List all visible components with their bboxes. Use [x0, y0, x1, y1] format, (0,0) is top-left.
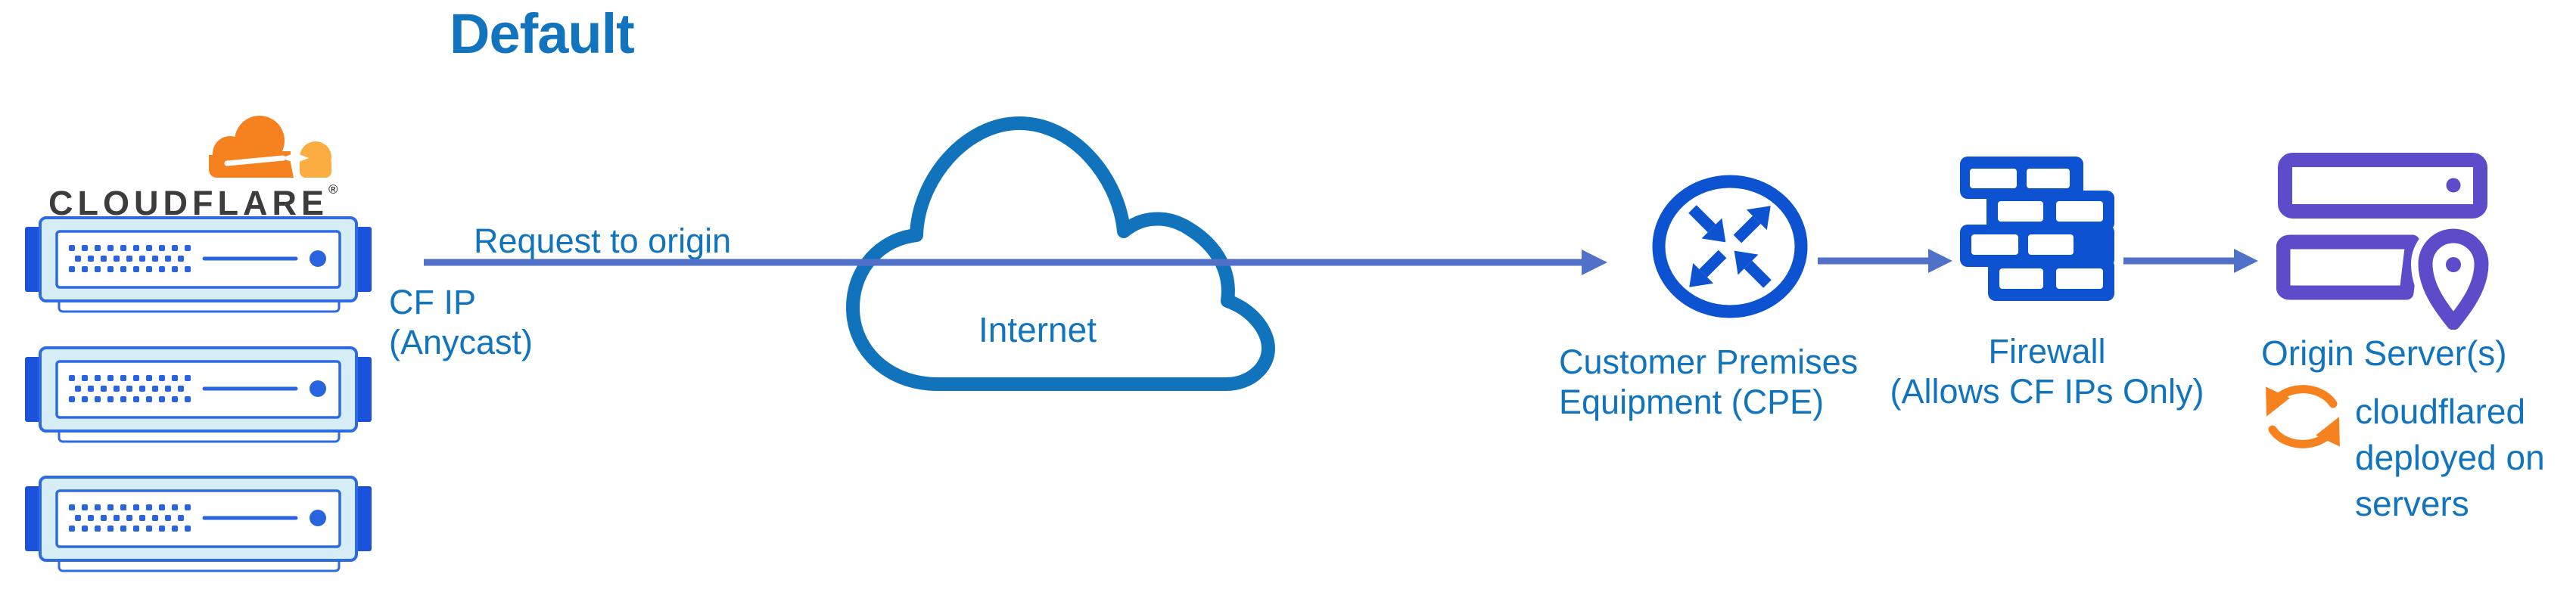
firewall-label-line1: Firewall [1988, 332, 2106, 371]
sync-refresh-icon [2266, 385, 2340, 448]
cloudflare-wordmark: CLOUDFLARE® [48, 182, 338, 223]
cloudflared-note-line2: deployed on [2355, 438, 2545, 477]
cloudflared-note: cloudflared deployed on servers [2355, 389, 2545, 527]
cpe-router-icon [1652, 175, 1808, 318]
firewall-label: Firewall (Allows CF IPs Only) [1869, 331, 2225, 411]
edge-server-icon [25, 216, 373, 316]
origin-servers [2276, 151, 2491, 330]
cpe-router [1652, 174, 1808, 319]
firewall-brick-icon [1960, 157, 2114, 301]
cf-ip-line1: CF IP [389, 283, 477, 321]
firewall-label-line2: (Allows CF IPs Only) [1890, 372, 2204, 411]
origin-servers-label: Origin Server(s) [2261, 333, 2507, 373]
cloudflared-note-line3: servers [2355, 484, 2469, 523]
diagram-title: Default [450, 2, 635, 65]
edge-server-row [25, 346, 373, 446]
registered-mark: ® [328, 182, 338, 197]
cloudflare-wordmark-text: CLOUDFLARE [48, 184, 328, 222]
cpe-label-line2: Equipment (CPE) [1559, 383, 1825, 421]
cf-ip-line2: (Anycast) [389, 323, 534, 361]
cpe-label-line1: Customer Premises [1559, 343, 1859, 381]
cloudflared-sync [2256, 381, 2350, 454]
edge-server-icon [25, 476, 373, 575]
edge-server-icon [25, 346, 373, 446]
edge-server-row [25, 476, 373, 575]
location-pin-icon [2411, 222, 2491, 330]
edge-server-row [25, 216, 373, 316]
firewall [1960, 157, 2114, 302]
internet-cloud [817, 108, 1290, 397]
origin-servers-icon [2276, 153, 2491, 330]
cloudflare-cloud-icon [209, 116, 331, 178]
internet-cloud-icon [846, 116, 1275, 391]
cpe-label: Customer Premises Equipment (CPE) [1559, 342, 1858, 422]
cf-ip-anycast-label: CF IP (Anycast) [389, 282, 533, 362]
request-to-origin-label: Request to origin [474, 222, 732, 260]
cloudflare-logo [188, 110, 339, 182]
cloudflared-note-line1: cloudflared [2355, 392, 2526, 431]
internet-label: Internet [978, 310, 1097, 349]
